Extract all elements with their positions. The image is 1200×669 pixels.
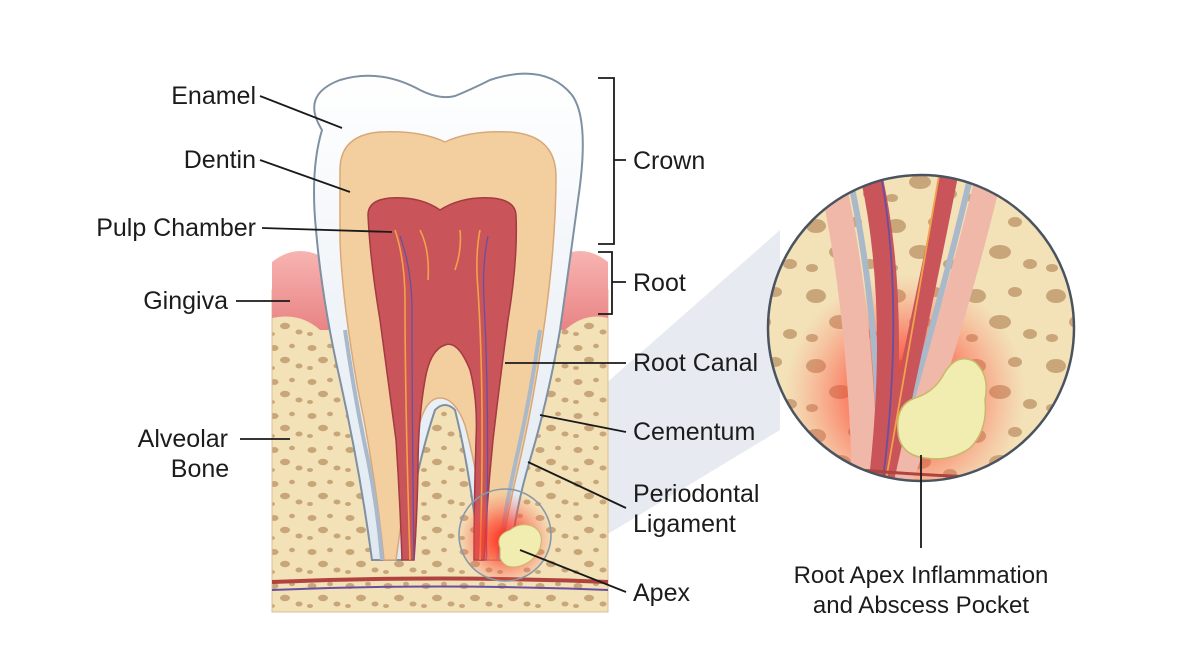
label-pulp-chamber: Pulp Chamber xyxy=(96,214,256,242)
label-enamel: Enamel xyxy=(171,82,256,110)
apex-zoom-circle xyxy=(458,488,552,582)
label-dentin: Dentin xyxy=(184,146,256,174)
enamel-leader xyxy=(259,95,343,129)
label-cementum: Cementum xyxy=(633,418,755,446)
label-root: Root xyxy=(633,269,686,297)
pulp-leader xyxy=(261,227,393,233)
label-apex: Apex xyxy=(633,579,690,607)
periodontal-leader xyxy=(527,461,627,509)
label-alveolar-bone-2: Bone xyxy=(171,455,229,483)
abscess-small xyxy=(498,524,542,568)
apex-leader xyxy=(519,549,627,593)
inset-root-canal xyxy=(859,175,899,481)
root-bracket xyxy=(598,251,626,315)
label-alveolar-bone-1: Alveolar xyxy=(138,425,228,453)
inset-caption-2: and Abscess Pocket xyxy=(813,592,1029,619)
abscess-pocket xyxy=(896,357,987,460)
crown-bracket xyxy=(598,77,626,245)
label-gingiva: Gingiva xyxy=(143,287,228,315)
inset-caption-1: Root Apex Inflammation xyxy=(794,562,1049,589)
cementum-leader xyxy=(539,414,627,433)
label-periodontal-2: Ligament xyxy=(633,510,736,538)
nerve-vessels xyxy=(394,229,483,561)
label-root-canal: Root Canal xyxy=(633,349,758,377)
label-periodontal-1: Periodontal xyxy=(633,480,759,508)
dentin-leader xyxy=(259,159,351,193)
blood-vessel-band xyxy=(271,576,609,584)
tooth-cross-section xyxy=(271,72,609,613)
inset-magnified-view xyxy=(766,173,1076,483)
label-crown: Crown xyxy=(633,147,705,175)
